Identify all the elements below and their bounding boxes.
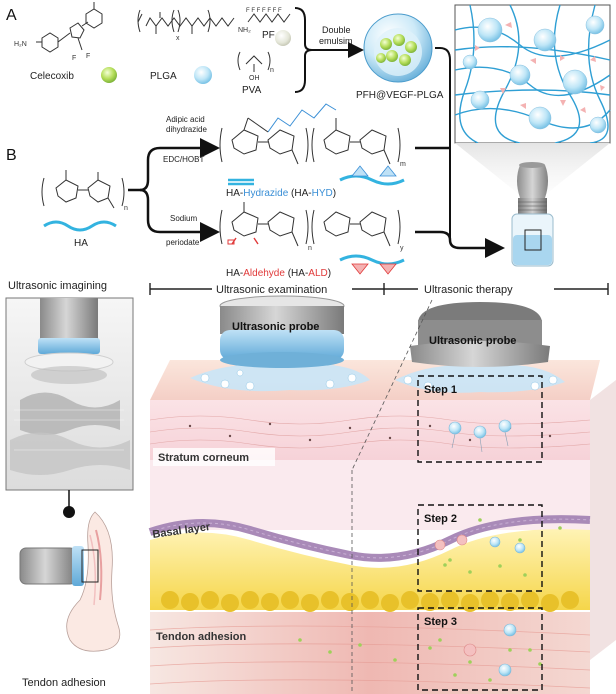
ha-wave [43, 220, 117, 232]
ald-paren-open: (HA- [285, 268, 308, 279]
chem-sub-n-pva: n [270, 67, 274, 74]
plga-label: PLGA [150, 71, 177, 82]
step-1-box [417, 375, 543, 463]
probe-label-2: Ultrasonic probe [429, 335, 516, 347]
hyd-paren-open: (HA- [288, 188, 311, 199]
hyd-label: HA-Hydrazide (HA-HYD) [226, 188, 336, 199]
celecoxib-structure [36, 2, 103, 53]
panel-b: B n HA Adipic acid dihydrazide EDC/HOBT … [6, 103, 505, 279]
step-2-contents [434, 534, 527, 577]
hyd-word: Hydrazide [243, 188, 288, 199]
branch-arrow-down [139, 188, 220, 242]
celecoxib-sphere [101, 67, 117, 83]
step-2-label: Step 2 [424, 513, 457, 525]
gel-puddle-left [190, 363, 370, 392]
step-2-box [417, 504, 543, 592]
step-3-contents [438, 623, 532, 682]
ha-label: HA [74, 238, 88, 249]
pf-sphere [275, 30, 291, 46]
panel-a: A H₂N F F Celecoxib x NH₂ PLGA [6, 2, 451, 240]
ald-word: Aldehyde [243, 268, 285, 279]
pva-label: PVA [242, 85, 262, 96]
brace [294, 7, 313, 93]
hyd-paren-close: ) [333, 188, 336, 199]
ald-abbr: ALD [308, 268, 327, 279]
double-emulsion-l1: Double [322, 25, 351, 35]
chem-sub-n-ald: n [308, 245, 312, 252]
adipic-l2: dihydrazide [166, 125, 207, 134]
pf-label: PF [262, 30, 275, 41]
pva-structure [237, 51, 271, 72]
ald-paren-close: ) [328, 268, 331, 279]
ha-ald-molecule: n y [219, 202, 405, 275]
chem-h2n: H₂N [14, 41, 27, 48]
panel-label-a: A [6, 7, 17, 24]
perspective-lines [351, 299, 433, 694]
chem-sub-m-hyd: m [400, 161, 406, 168]
pfh-vegf-plga-sphere [363, 13, 433, 83]
layer-tendon-label: Tendon adhesion [156, 631, 247, 643]
step-3-label: Step 3 [424, 616, 457, 628]
connector-a [435, 47, 451, 240]
hyd-prefix: HA- [226, 188, 243, 199]
imaging-title: Ultrasonic imagining [8, 280, 107, 292]
step-3-box [417, 607, 543, 691]
step-1-contents [448, 419, 512, 453]
pf-structure [247, 13, 291, 23]
chem-f-2: F [86, 53, 90, 60]
ha-molecule [41, 170, 125, 209]
ald-label: HA-Aldehyde (HA-ALD) [226, 268, 331, 279]
tissue-block [148, 360, 616, 694]
bottom-caption: Tendon adhesion [22, 677, 106, 689]
step-1-label: Step 1 [424, 384, 457, 396]
chem-sub-x: x [176, 35, 180, 42]
plga-sphere [194, 66, 212, 84]
vial-assembly [455, 143, 610, 267]
probe-2 [410, 302, 550, 367]
celecoxib-label: Celecoxib [30, 71, 74, 82]
therapy-title: Ultrasonic therapy [424, 284, 513, 296]
product-label: PFH@VEGF-PLGA [356, 90, 444, 101]
panel-label-b: B [6, 147, 17, 164]
ald-prefix: HA- [226, 268, 243, 279]
chem-oh: OH [249, 75, 260, 82]
panel-c: Ultrasonic imagining C [5, 280, 616, 694]
gel-puddle-right [395, 364, 565, 393]
layer-stratum-label: Stratum corneum [158, 452, 249, 464]
double-emulsion-l2: emulsim [319, 36, 353, 46]
arm-illustration [19, 511, 121, 652]
edc-label: EDC/HOBT [163, 155, 204, 164]
hydrogel-network-box [454, 4, 611, 144]
hyd-abbr: HYD [312, 188, 333, 199]
adipic-l1: Adipic acid [166, 115, 205, 124]
imaging-pointer-dot [63, 506, 75, 518]
imaging-box [5, 297, 134, 491]
chem-nh2: NH₂ [238, 27, 251, 34]
probe-label-1: Ultrasonic probe [232, 321, 319, 333]
chem-sub-y-ald: y [400, 245, 404, 252]
chem-sub-n-ha: n [124, 205, 128, 212]
pf-f-row: F F F F F F F [246, 8, 282, 14]
vial-arrow [448, 238, 505, 258]
periodate-l1: Sodium [170, 214, 197, 223]
ha-hyd-molecule: m [219, 103, 406, 186]
ald-to-vial-arrow [415, 230, 452, 241]
exam-title: Ultrasonic examination [216, 284, 327, 296]
chem-f-1: F [72, 55, 76, 62]
periodate-l2: periodate [166, 238, 200, 247]
plga-structure [137, 9, 235, 34]
probe-1 [219, 295, 345, 368]
